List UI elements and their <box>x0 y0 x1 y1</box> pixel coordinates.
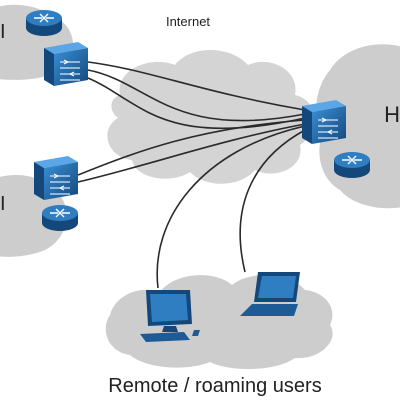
firewall-icon <box>302 100 346 144</box>
link-bottom-site-2 <box>77 123 306 183</box>
router-icon <box>334 152 370 178</box>
left-site-top-label: I <box>0 21 6 43</box>
remote-users-label: Remote / roaming users <box>108 375 321 397</box>
router-icon <box>26 10 62 36</box>
link-top-site-2 <box>87 69 306 122</box>
link-top-site-1 <box>87 61 306 111</box>
laptop-icon <box>240 272 300 316</box>
firewall-icon <box>34 156 78 200</box>
link-top-site-3 <box>87 77 306 130</box>
internet-cloud <box>107 50 315 184</box>
network-links <box>77 61 306 289</box>
link-desktop <box>156 125 306 289</box>
router-icon <box>42 205 78 231</box>
firewall-icon <box>44 42 88 86</box>
left-site-bottom-label: I <box>0 193 6 215</box>
link-laptop <box>239 129 306 273</box>
hq-site-label: H <box>384 102 400 127</box>
cloud-remote-users <box>105 274 333 370</box>
internet-label: Internet <box>166 14 210 29</box>
link-bottom-site-1 <box>77 119 306 176</box>
desktop-computer-icon <box>140 290 200 342</box>
